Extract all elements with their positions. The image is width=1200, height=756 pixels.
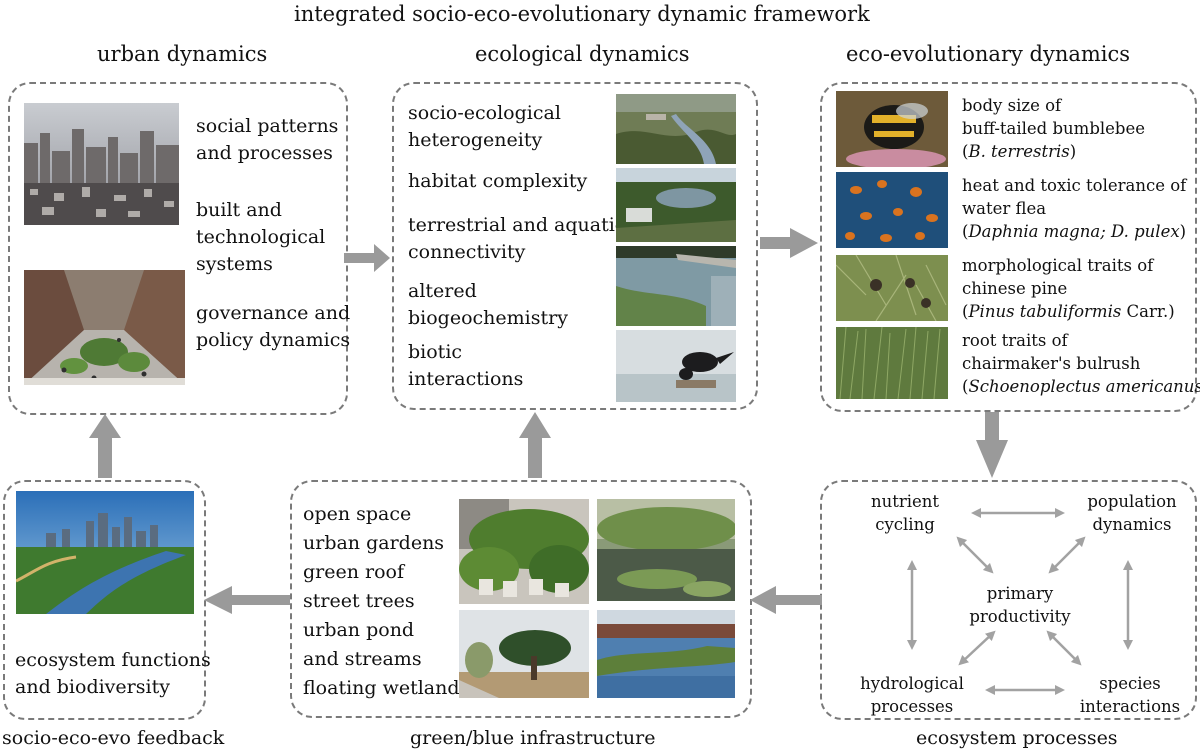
evo-item-line: heat and toxic tolerance of	[962, 176, 1187, 195]
evo-item-species: (Pinus tabuliformis Carr.)	[962, 302, 1175, 321]
evo-item-line: water flea	[962, 199, 1047, 218]
river-valley-photo	[616, 94, 736, 164]
node-primary-productivity: primary productivity	[969, 584, 1071, 626]
infrastructure-item: floating wetland	[303, 677, 460, 699]
infrastructure-item: street trees	[303, 590, 415, 612]
evo-item-line: body size of	[962, 96, 1062, 115]
urban-item-governance: governance and policy dynamics	[196, 302, 351, 351]
infrastructure-item: open space	[303, 503, 412, 525]
arrow-nutrient-primary	[956, 536, 994, 574]
infrastructure-item: and streams	[303, 648, 422, 670]
ecological-item-biogeochemistry: altered biogeochemistry	[408, 280, 568, 329]
evo-item-line: root traits of	[962, 331, 1068, 350]
infrastructure-box	[290, 480, 752, 718]
arrow-infrastructure-to-ecological	[519, 412, 551, 478]
ecological-item-heterogeneity: socio-ecological heterogeneity	[408, 102, 561, 151]
arrow-population-primary	[1048, 536, 1086, 574]
framework-title: integrated socio-eco-evolutionary dynami…	[294, 2, 870, 26]
crow-drinking-photo	[616, 330, 736, 402]
arrow-urban-to-ecological	[344, 244, 390, 272]
evo-item-species: (Schoenoplectus americanus)	[962, 377, 1200, 396]
floating-wetland-photo	[597, 610, 735, 698]
eco-evolutionary-box	[820, 82, 1197, 412]
node-nutrient-cycling: nutrient cycling	[870, 492, 940, 534]
evo-item-bulrush: root traits of chairmaker's bulrush (Sch…	[962, 329, 1200, 398]
urban-dynamics-heading: urban dynamics	[97, 42, 268, 66]
bumblebee-photo	[836, 91, 948, 167]
urban-item-built-systems: built and technological systems	[196, 199, 326, 275]
arrow-feedback-to-urban	[89, 414, 121, 478]
infrastructure-caption: green/blue infrastructure	[410, 727, 656, 749]
arrow-ecological-to-evo	[760, 228, 818, 258]
arrow-evo-to-ecosystem	[976, 412, 1008, 478]
feedback-text: ecosystem functions and biodiversity	[15, 649, 211, 698]
pond-edge-photo	[616, 246, 736, 326]
infrastructure-list: open space urban gardens green roof stre…	[303, 500, 460, 703]
bulrush-photo	[836, 327, 948, 399]
chinese-pine-photo	[836, 255, 948, 321]
ecological-dynamics-box	[392, 82, 758, 410]
evo-item-line: chinese pine	[962, 279, 1068, 298]
city-river-aerial-photo	[16, 491, 194, 614]
arrow-hydrological-primary	[958, 630, 996, 666]
urban-garden-photo	[459, 499, 589, 604]
evo-item-line: chairmaker's bulrush	[962, 354, 1141, 373]
ecosystem-caption: ecosystem processes	[916, 727, 1118, 749]
ecological-dynamics-heading: ecological dynamics	[475, 42, 690, 66]
ecological-item-habitat: habitat complexity	[408, 170, 588, 192]
arrow-species-primary	[1046, 630, 1082, 666]
evo-item-line: morphological traits of	[962, 256, 1154, 275]
street-pine-photo	[459, 610, 589, 698]
ecological-item-connectivity: terrestrial and aquatic connectivity	[408, 214, 626, 263]
evo-item-bumblebee: body size of buff-tailed bumblebee (B. t…	[962, 94, 1145, 163]
ecological-item-biotic: biotic interactions	[408, 341, 524, 390]
infrastructure-item: urban pond	[303, 619, 415, 641]
evo-item-species: (Daphnia magna; D. pulex)	[962, 222, 1187, 241]
node-population-dynamics: population dynamics	[1087, 492, 1177, 534]
infrastructure-item: urban gardens	[303, 532, 445, 554]
feedback-caption: socio-eco-evo feedback	[2, 727, 225, 749]
wetland-pond-photo	[597, 499, 735, 601]
evo-item-species: (B. terrestris)	[962, 142, 1077, 161]
evo-item-water-flea: heat and toxic tolerance of water flea (…	[962, 174, 1186, 243]
node-hydrological-processes: hydrological processes	[860, 674, 964, 716]
arrow-ecosystem-to-infrastructure	[750, 586, 822, 614]
urban-dynamics-box	[8, 82, 348, 415]
evo-item-line: buff-tailed bumblebee	[962, 119, 1146, 138]
eco-evolutionary-dynamics-heading: eco-evolutionary dynamics	[846, 42, 1131, 66]
pedestrian-street-photo	[24, 270, 185, 385]
node-species-interactions: species interactions	[1079, 674, 1181, 716]
arrow-infrastructure-to-feedback	[204, 586, 290, 614]
reservoir-photo	[616, 168, 736, 242]
city-skyline-photo	[24, 103, 179, 225]
urban-item-social-patterns: social patterns and processes	[196, 115, 339, 164]
water-flea-photo	[836, 172, 948, 248]
evo-item-pine: morphological traits of chinese pine (Pi…	[962, 254, 1175, 323]
infrastructure-item: green roof	[303, 561, 405, 583]
